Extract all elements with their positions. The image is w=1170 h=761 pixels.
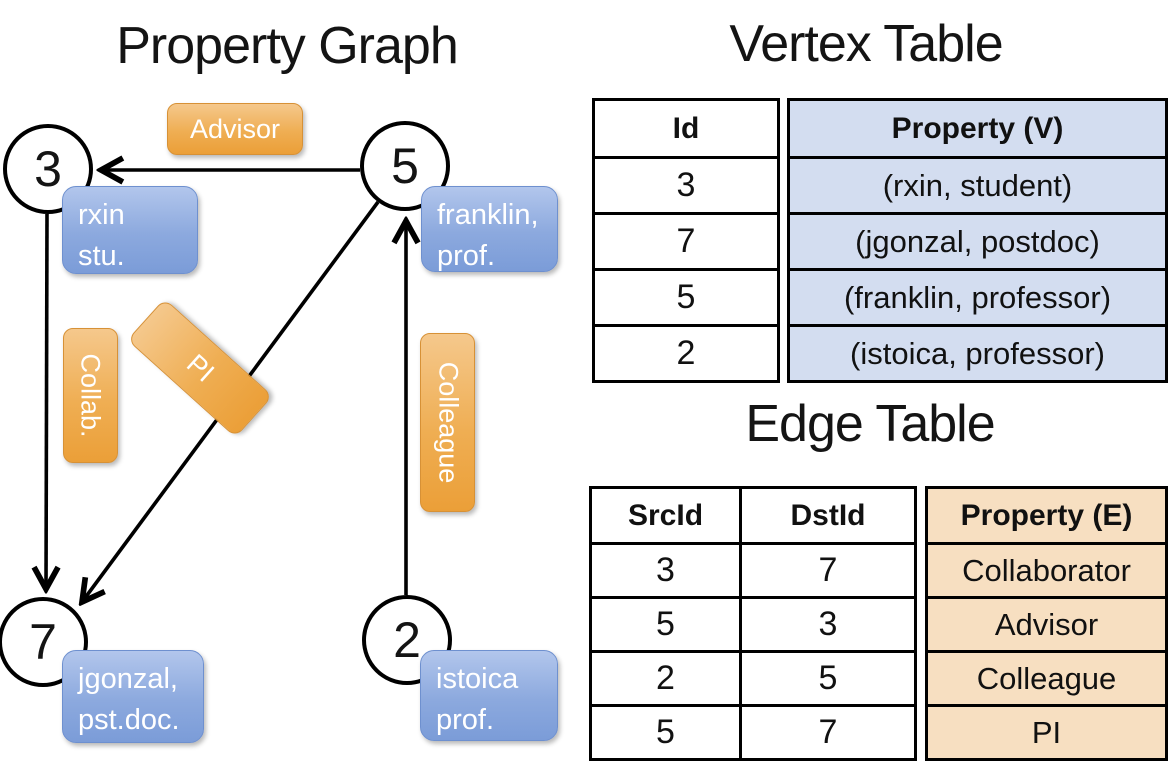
edge-table-cell: 5 <box>592 707 742 758</box>
vertex-property-line: franklin, <box>437 199 539 231</box>
vertex-property-box-5: franklin, prof. <box>421 186 558 272</box>
vertex-table-cell: (franklin, professor) <box>790 268 1165 324</box>
edge-arrow-collab-3-to-7 <box>46 213 47 589</box>
vertex-property-line: prof. <box>436 704 495 737</box>
vertex-property-line: rxin <box>78 199 125 231</box>
edge-table-dstid-header: DstId <box>790 498 866 532</box>
edge-table-id-columns: SrcId DstId 3 7 5 3 2 5 5 7 <box>589 486 917 761</box>
vertex-table-cell: 5 <box>595 268 777 324</box>
edge-table-srcid-header: SrcId <box>592 489 742 542</box>
vertex-property-box-2: istoica prof. <box>420 650 558 741</box>
edge-table-title: Edge Table <box>745 395 995 453</box>
edge-label-text: Collab. <box>76 353 107 438</box>
edge-table-cell: 7 <box>818 713 838 751</box>
vertex-property-line: istoica <box>436 663 519 695</box>
property-graph-title: Property Graph <box>116 17 458 75</box>
vertex-table-cell: (jgonzal, postdoc) <box>790 212 1165 268</box>
edge-label-advisor: Advisor <box>167 103 303 155</box>
vertex-property-line: jgonzal, <box>78 663 178 695</box>
vertex-table-id-header: Id <box>672 111 700 145</box>
edge-label-text: Colleague <box>433 361 463 484</box>
vertex-table-cell: 2 <box>595 324 777 380</box>
vertex-property-line: prof. <box>437 240 496 273</box>
vertex-table-title: Vertex Table <box>729 15 1003 73</box>
edge-table-property-header: Property (E) <box>928 489 1165 542</box>
vertex-table-cell: 7 <box>595 212 777 268</box>
edge-table-cell: 5 <box>592 599 742 650</box>
edge-label-collab: Collab. <box>63 328 118 463</box>
vertex-property-line: stu. <box>78 240 125 273</box>
edge-table-cell: Collaborator <box>928 542 1165 596</box>
vertex-property-box-7: jgonzal, pst.doc. <box>62 650 204 743</box>
vertex-table-cell: 3 <box>595 156 777 212</box>
vertex-property-line: pst.doc. <box>78 704 180 737</box>
edge-table-cell: 7 <box>818 551 838 589</box>
graph-node-5: 5 <box>360 121 450 211</box>
vertex-property-box-3: rxin stu. <box>62 186 198 274</box>
edge-label-text: PI <box>180 347 220 388</box>
edge-table-cell: 2 <box>592 653 742 704</box>
edge-table-cell: 3 <box>818 605 838 643</box>
vertex-table-id-column: Id 3 7 5 2 <box>592 98 780 383</box>
vertex-table-cell: (rxin, student) <box>790 156 1165 212</box>
vertex-table-cell: (istoica, professor) <box>790 324 1165 380</box>
edge-label-colleague: Colleague <box>420 333 475 512</box>
edge-table-cell: 5 <box>818 659 838 697</box>
graph-node-2: 2 <box>362 595 452 685</box>
vertex-table-property-column: Property (V) (rxin, student) (jgonzal, p… <box>787 98 1168 383</box>
edge-table-cell: Colleague <box>928 650 1165 704</box>
edge-table-cell: Advisor <box>928 596 1165 650</box>
edge-table-cell: PI <box>928 704 1165 758</box>
vertex-table-property-header: Property (V) <box>790 101 1165 156</box>
edge-table-cell: 3 <box>592 545 742 596</box>
edge-table-property-column: Property (E) Collaborator Advisor Collea… <box>925 486 1168 761</box>
